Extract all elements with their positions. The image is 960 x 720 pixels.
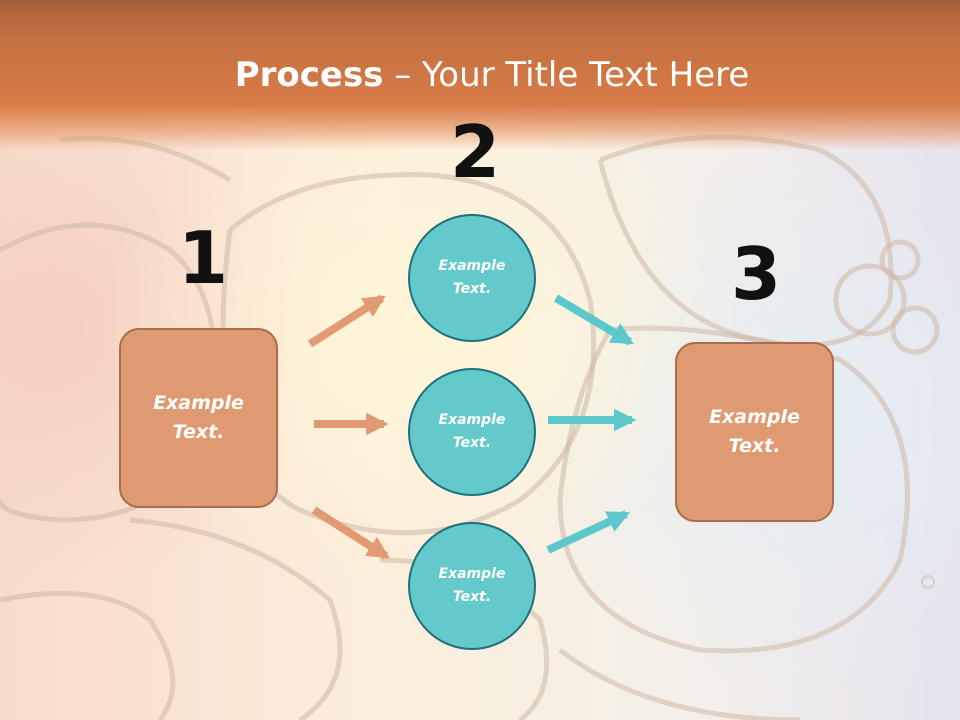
step-1-box: Example Text. xyxy=(119,328,278,508)
arrow-2-bottom-to-3 xyxy=(546,510,631,554)
step-number-3: 3 xyxy=(731,232,782,316)
arrow-1-to-2-top xyxy=(307,294,386,348)
arrow-1-to-2-bottom xyxy=(311,506,390,560)
arrow-2-top-to-3 xyxy=(553,294,634,346)
step-2-circle-top: Example Text. xyxy=(408,214,536,342)
title-bold: Process xyxy=(234,55,384,95)
step-number-2: 2 xyxy=(450,110,501,194)
step-2-circle-top-text: Example Text. xyxy=(438,258,506,297)
step-2-circle-bottom-text: Example Text. xyxy=(438,566,506,605)
step-2-circle-middle: Example Text. xyxy=(408,368,536,496)
step-2-circle-middle-text: Example Text. xyxy=(438,412,506,451)
step-3-text: Example Text. xyxy=(709,406,800,457)
title-bar: Process – Your Title Text Here xyxy=(0,0,960,150)
step-1-text: Example Text. xyxy=(153,392,244,443)
slide-title: Process – Your Title Text Here xyxy=(0,55,960,95)
step-number-1: 1 xyxy=(178,216,229,300)
step-2-circle-bottom: Example Text. xyxy=(408,522,536,650)
title-rest: – Your Title Text Here xyxy=(383,55,750,95)
step-3-box: Example Text. xyxy=(675,342,834,522)
